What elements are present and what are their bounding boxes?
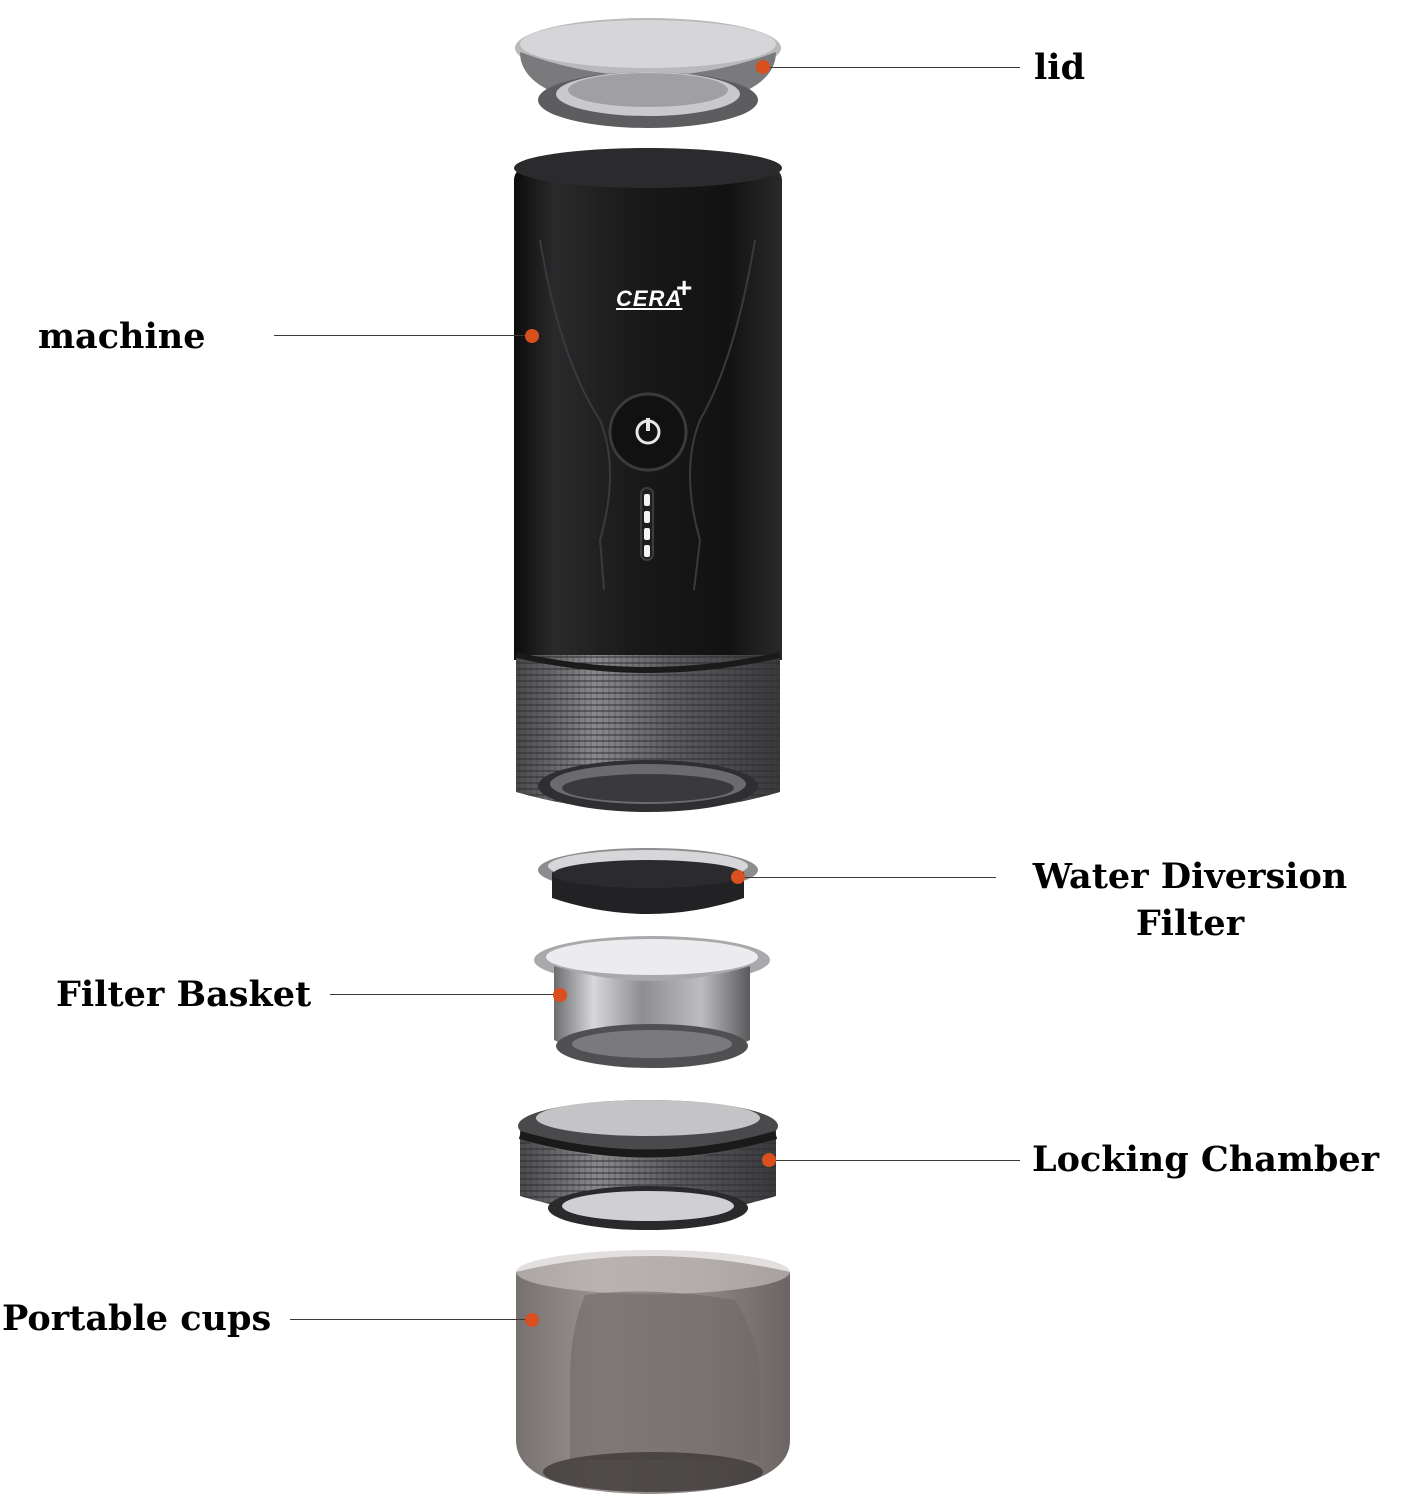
marker-dot-filter-basket (553, 988, 567, 1002)
filter-basket-part (534, 936, 770, 1068)
marker-dot-water-diversion-filter (731, 870, 745, 884)
brand-logo: CERA (616, 286, 683, 311)
lid-part (515, 18, 781, 128)
label-filter-basket: Filter Basket (56, 974, 312, 1015)
label-locking-chamber: Locking Chamber (1032, 1139, 1380, 1180)
leader-line-lid (770, 67, 1020, 68)
label-machine: machine (38, 316, 206, 357)
label-water-diversion-filter-line1: Water Diversion (1032, 856, 1348, 897)
brand-plus-mark: + (676, 272, 693, 303)
marker-dot-machine (525, 329, 539, 343)
label-water-diversion-filter-line2: Filter (1135, 903, 1245, 945)
leader-line-filter-basket (330, 994, 560, 995)
leader-line-water-diversion-filter (740, 877, 996, 878)
label-portable-cups: Portable cups (2, 1298, 272, 1339)
locking-chamber-part (518, 1100, 778, 1230)
portable-cup-part (516, 1250, 790, 1494)
leader-line-machine (274, 335, 532, 336)
marker-dot-portable-cups (525, 1313, 539, 1327)
leader-line-locking-chamber (770, 1160, 1020, 1161)
water-diversion-filter-part (538, 848, 758, 914)
machine-part (514, 148, 782, 812)
label-lid: lid (1034, 47, 1086, 88)
leader-line-portable-cups (290, 1319, 532, 1320)
marker-dot-locking-chamber (762, 1153, 776, 1167)
label-water-diversion-filter: Water Diversion Filter (1012, 853, 1368, 948)
marker-dot-lid (756, 60, 770, 74)
